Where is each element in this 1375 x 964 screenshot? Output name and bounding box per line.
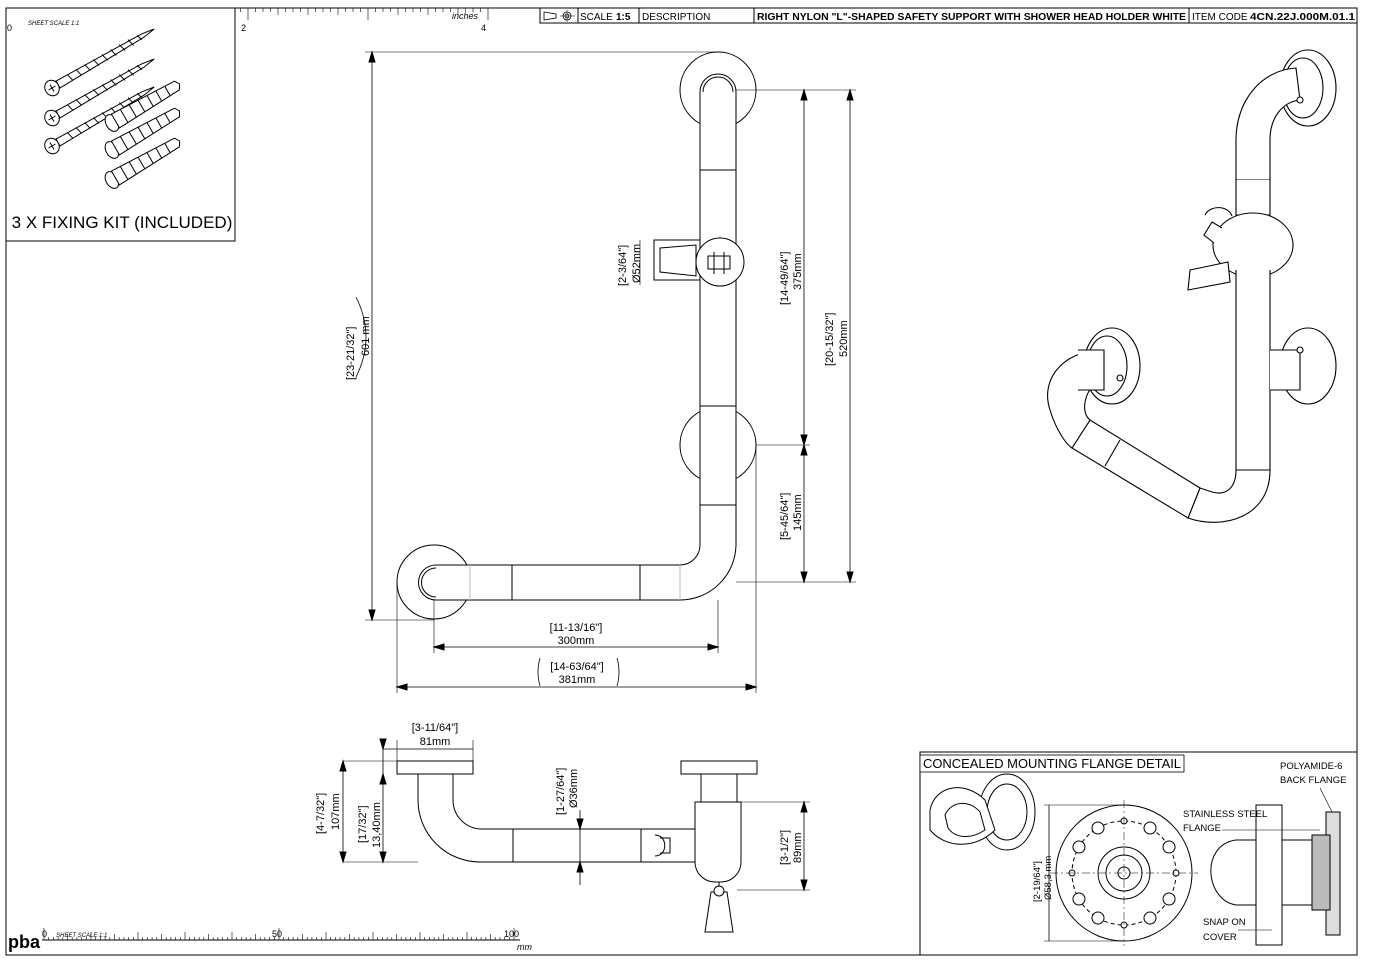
dim-375-in: [14-49/64"]: [779, 252, 791, 305]
dim-89-in: [3-1/2"]: [779, 830, 791, 865]
flange-detail-title: CONCEALED MOUNTING FLANGE DETAIL: [923, 757, 1181, 771]
dim-375-mm: 375mm: [792, 253, 804, 290]
flange-dim-in: [2-19/64"]: [1032, 861, 1043, 902]
steel-label-2: FLANGE: [1183, 823, 1221, 834]
steel-label-1: STAINLESS STEEL: [1183, 809, 1267, 820]
flange-bolt-hole: [1162, 840, 1176, 854]
isometric-view: [1047, 49, 1337, 523]
flange-bolt-hole: [1091, 821, 1105, 835]
flange-bolt-hole: [1072, 840, 1086, 854]
front-view-dimensions: [23-21/32"] 601 mm [2-3/64"] Ø52mm [14-4…: [345, 244, 850, 686]
description-value: RIGHT NYLON "L"-SHAPED SAFETY SUPPORT WI…: [757, 12, 1186, 23]
item-code-value: 4CN.22J.000M.01.1: [1250, 12, 1355, 23]
dim-145-mm: 145mm: [792, 494, 804, 531]
kit-panel-tick-0: 0: [7, 23, 12, 33]
dim-601-mm: 601 mm: [360, 316, 372, 356]
dim-520-mm: 520mm: [838, 320, 850, 357]
mm-ruler-tick-0: 0: [42, 929, 47, 939]
mm-ruler-unit: mm: [517, 942, 532, 952]
dim-300-in: [11-13/16"]: [550, 622, 603, 634]
dim-81-mm: 81mm: [420, 736, 451, 748]
flange-section-illustration: [1210, 804, 1341, 946]
projection-symbol-icon: [543, 10, 575, 22]
dim-holder-in: [2-3/64"]: [617, 245, 629, 286]
flange-front-illustration: [1044, 800, 1198, 946]
flange-bolt-hole: [1072, 892, 1086, 906]
title-block: SCALE 1:5 DESCRIPTION RIGHT NYLON "L"-SH…: [539, 7, 1358, 24]
leader-lines: [1222, 787, 1333, 931]
inch-ruler-tick-4: 4: [481, 23, 486, 33]
dim-89-mm: 89mm: [792, 832, 804, 863]
side-view: [339, 738, 810, 933]
dim-145-in: [5-45/64"]: [779, 493, 791, 540]
flange-bolt-hole: [1091, 911, 1105, 925]
side-view-dimensions: [3-11/64"] 81mm [4-7/32"] 107mm [17/32"]…: [315, 722, 804, 865]
item-code-label: ITEM CODE: [1192, 12, 1248, 23]
fixing-kit-label: 3 X FIXING KIT (INCLUDED): [12, 213, 233, 232]
flange-bolt-hole: [1143, 821, 1157, 835]
front-view: [355, 50, 856, 693]
fixing-kit-panel: 0 SHEET SCALE 1:1: [5, 7, 236, 242]
wall-plug-icon: [104, 80, 181, 189]
mm-ruler-sheet-scale: SHEET SCALE 1:1: [56, 933, 107, 939]
scale-value: 1:5: [616, 12, 631, 23]
flange-bolt-hole: [1143, 911, 1157, 925]
kit-panel-sheet-scale: SHEET SCALE 1:1: [28, 21, 79, 27]
dim-1340-mm: 13,40mm: [371, 802, 383, 848]
mm-ruler-tick-100: 100: [504, 929, 519, 939]
mm-ruler-tick-50: 50: [272, 929, 282, 939]
dim-601-in: [23-21/32"]: [345, 327, 357, 380]
dim-1340-in: [17/32"]: [357, 805, 369, 843]
polyamide-label-2: BACK FLANGE: [1280, 775, 1347, 786]
flange-iso-illustration: [929, 773, 1036, 851]
pba-logo: pba: [8, 932, 41, 952]
flange-dim-mm: Ø58,3 mm: [1043, 856, 1054, 900]
flange-bolt-hole: [1162, 892, 1176, 906]
dim-107-in: [4-7/32"]: [315, 793, 327, 834]
dim-holder-mm: Ø52mm: [631, 244, 643, 283]
dim-520-in: [20-15/32"]: [824, 313, 836, 366]
dim-107-mm: 107mm: [330, 793, 342, 830]
dim-381-in: [14-63/64"]: [550, 661, 603, 673]
mm-ruler: 0 50 100 SHEET SCALE 1:1 mm: [42, 928, 532, 952]
snap-label-1: SNAP ON: [1203, 917, 1246, 928]
dim-36-in: [1-27/64"]: [555, 768, 567, 815]
polyamide-label-1: POLYAMIDE-6: [1280, 761, 1342, 772]
flange-detail-panel: CONCEALED MOUNTING FLANGE DETAIL [2-19/6…: [919, 751, 1358, 956]
dim-36-mm: Ø36mm: [568, 769, 580, 808]
snap-label-2: COVER: [1203, 932, 1237, 943]
dim-81-in: [3-11/64"]: [412, 722, 459, 734]
dim-300-mm: 300mm: [558, 635, 595, 647]
inch-ruler-tick-2: 2: [241, 23, 246, 33]
inch-ruler-unit: inches: [452, 11, 479, 21]
scale-label: SCALE: [580, 12, 613, 23]
description-label: DESCRIPTION: [642, 12, 710, 23]
dim-381-mm: 381mm: [559, 674, 596, 686]
screw-icon: [44, 28, 155, 155]
